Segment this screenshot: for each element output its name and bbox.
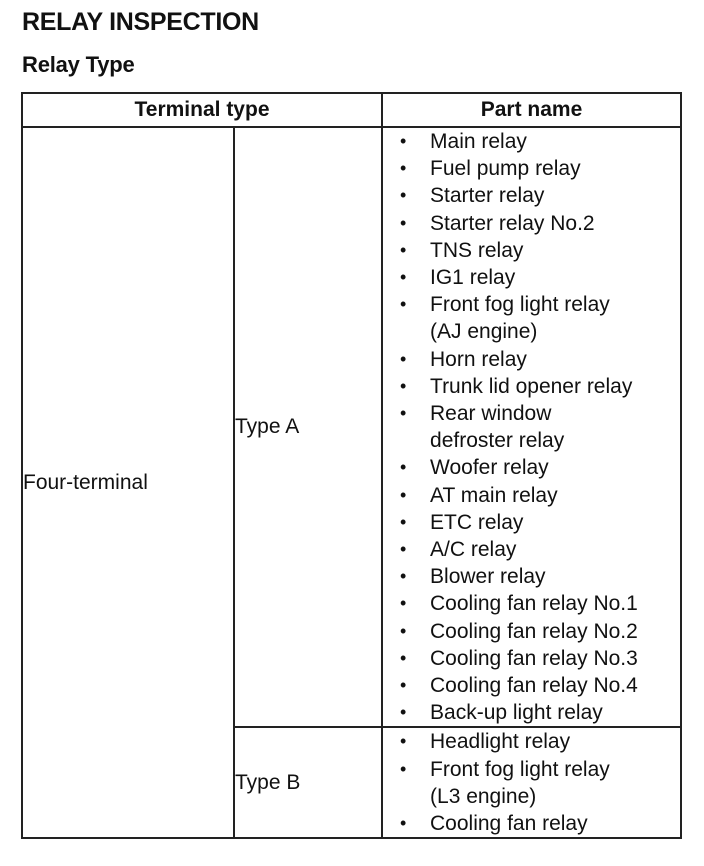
list-item: AT main relay	[383, 482, 680, 509]
list-item: ETC relay	[383, 509, 680, 536]
table-row: Four-terminal Type A Main relayFuel pump…	[21, 125, 683, 840]
type-a-part-list: Main relayFuel pump relayStarter relaySt…	[383, 128, 680, 727]
list-item: Starter relay	[383, 182, 680, 209]
list-item: Rear window defroster relay	[383, 400, 680, 454]
list-item: Horn relay	[383, 346, 680, 373]
list-item: Trunk lid opener relay	[383, 373, 680, 400]
list-item: Blower relay	[383, 563, 680, 590]
list-item: Cooling fan relay No.1	[383, 590, 680, 617]
list-item: Cooling fan relay No.4	[383, 672, 680, 699]
list-item: Headlight relay	[383, 728, 680, 755]
list-item: Cooling fan relay	[383, 810, 680, 837]
list-item: Main relay	[383, 128, 680, 155]
header-part-name: Part name	[381, 92, 683, 128]
list-item: TNS relay	[383, 237, 680, 264]
type-b-parts-cell: Headlight relayFront fog light relay (L3…	[381, 726, 683, 840]
list-item: Front fog light relay (L3 engine)	[383, 756, 680, 810]
list-item: Back-up light relay	[383, 699, 680, 726]
list-item: Cooling fan relay No.3	[383, 645, 680, 672]
list-item: Starter relay No.2	[383, 210, 680, 237]
list-item: IG1 relay	[383, 264, 680, 291]
terminal-cell: Four-terminal	[21, 125, 235, 840]
list-item: Cooling fan relay No.2	[383, 618, 680, 645]
page-title: RELAY INSPECTION	[22, 8, 259, 36]
list-item: Woofer relay	[383, 454, 680, 481]
list-item: Fuel pump relay	[383, 155, 680, 182]
table-row: Type B Headlight relayFront fog light re…	[22, 726, 683, 840]
relay-type-table: Terminal type Part name Four-terminal Ty…	[20, 92, 683, 840]
type-a-cell: Type A	[232, 125, 384, 729]
list-item: A/C relay	[383, 536, 680, 563]
header-terminal-type: Terminal type	[20, 92, 384, 128]
table-header-row: Terminal type Part name	[20, 92, 683, 128]
type-b-part-list: Headlight relayFront fog light relay (L3…	[383, 728, 680, 837]
type-b-cell: Type B	[232, 726, 384, 840]
section-title: Relay Type	[22, 52, 135, 77]
list-item: Front fog light relay (AJ engine)	[383, 291, 680, 345]
type-a-parts-cell: Main relayFuel pump relayStarter relaySt…	[381, 125, 683, 729]
